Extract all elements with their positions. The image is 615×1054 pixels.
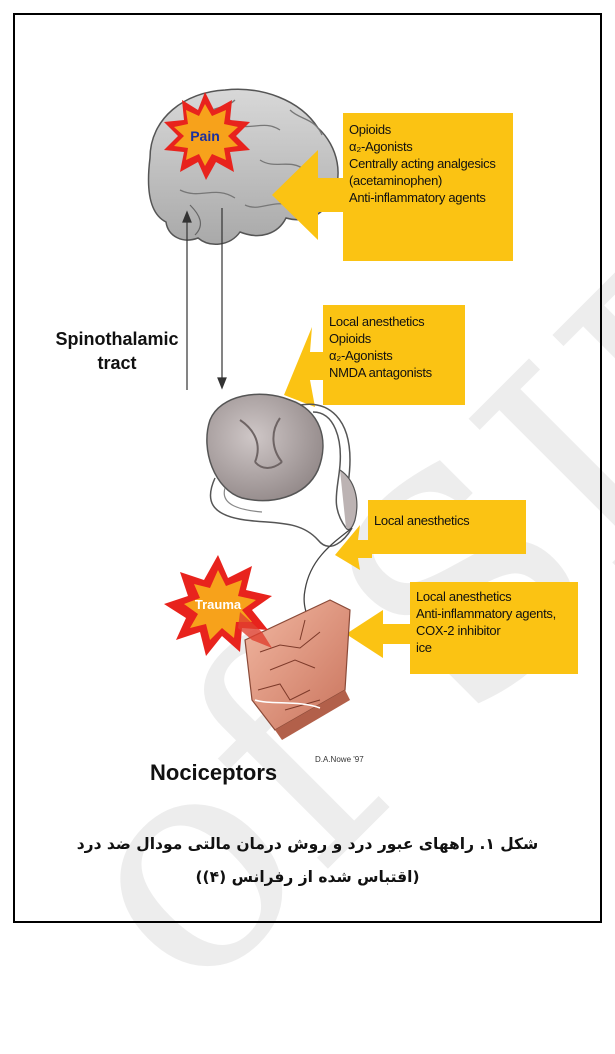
spinal-drug-3: α₂-Agonists bbox=[329, 347, 459, 364]
spinal-drugs-box: Local anesthetics Opioids α₂-Agonists NM… bbox=[323, 305, 465, 405]
figure-caption-line-2: (اقتباس شده از رفرانس (۴)) bbox=[20, 868, 595, 886]
spinal-drug-2: Opioids bbox=[329, 330, 459, 347]
spinal-drug-1: Local anesthetics bbox=[329, 313, 459, 330]
periphery-drug-4: ice bbox=[416, 639, 572, 656]
spinal-drug-4: NMDA antagonists bbox=[329, 364, 459, 381]
periphery-target-arrow bbox=[346, 610, 412, 658]
nerve-drug-1: Local anesthetics bbox=[374, 512, 520, 529]
artist-signature: D.A.Nowe '97 bbox=[315, 755, 364, 764]
brain-drug-2: α₂-Agonists bbox=[349, 138, 507, 155]
trauma-label: Trauma bbox=[195, 597, 242, 612]
nociceptors-label: Nociceptors bbox=[150, 760, 277, 786]
periphery-drug-2: Anti-inflammatory agents, bbox=[416, 605, 572, 622]
spinal-target-arrow bbox=[284, 327, 325, 407]
periphery-drug-3: COX-2 inhibitor bbox=[416, 622, 572, 639]
brain-drugs-box: Opioids α₂-Agonists Centrally acting ana… bbox=[343, 113, 513, 261]
nerve-target-arrow bbox=[335, 525, 372, 570]
brain-drug-1: Opioids bbox=[349, 121, 507, 138]
figure-caption-line-1: شکل ۱. راههای عبور درد و روش درمان مالتی… bbox=[20, 835, 595, 853]
spinothalamic-label-line-1: Spinothalamic bbox=[52, 327, 182, 351]
spinal-cord-illustration bbox=[207, 394, 357, 546]
nerve-drugs-box: Local anesthetics bbox=[368, 500, 526, 554]
periphery-drugs-box: Local anesthetics Anti-inflammatory agen… bbox=[410, 582, 578, 674]
brain-drug-5: Anti-inflammatory agents bbox=[349, 189, 507, 206]
brain-drug-3: Centrally acting analgesics bbox=[349, 155, 507, 172]
pain-pathway-illustration: Pain D.A.Nowe '97 Trauma bbox=[0, 0, 615, 936]
pain-label: Pain bbox=[190, 128, 220, 144]
spinothalamic-label-line-2: tract bbox=[52, 351, 182, 375]
periphery-drug-1: Local anesthetics bbox=[416, 588, 572, 605]
spinothalamic-tract-label: Spinothalamic tract bbox=[52, 327, 182, 375]
brain-drug-4: (acetaminophen) bbox=[349, 172, 507, 189]
